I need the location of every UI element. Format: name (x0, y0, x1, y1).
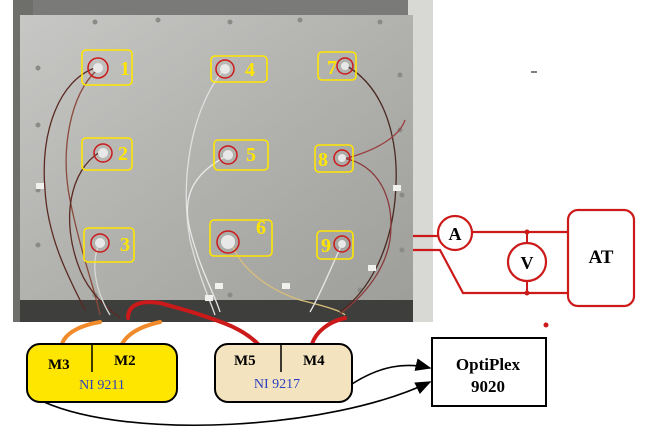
computer-label-line1: OptiPlex (456, 355, 521, 374)
ni9211-module: M3 M2 NI 9211 (26, 343, 178, 403)
sensor-label-5: 5 (246, 144, 256, 166)
wire-m2-orange (120, 320, 162, 346)
sensor-box-4 (210, 55, 268, 83)
ammeter (436, 214, 474, 252)
sensor-box-5 (213, 139, 269, 171)
sensor-label-9: 9 (321, 235, 331, 257)
sensor-label-1: 1 (120, 58, 130, 80)
sensor-cables (43, 64, 406, 319)
arrow-ni9211-to-computer (43, 381, 432, 426)
sensor-box-2 (81, 137, 133, 171)
arrow-ni9217-to-computer (351, 358, 432, 385)
ni9217-channel-left: M5 (234, 353, 256, 369)
wire-m4-red (310, 316, 347, 346)
sensor-label-7: 7 (327, 57, 337, 79)
stray-dot (543, 322, 549, 328)
sensor-label-4: 4 (245, 59, 255, 81)
sensor-labels: 1 2 3 4 5 6 7 8 9 (81, 49, 357, 263)
sensor-dots (87, 57, 354, 254)
voltmeter (506, 241, 548, 283)
cable-ties (36, 183, 401, 301)
computer-box (431, 337, 547, 407)
ni9211-channel-right: M2 (114, 353, 136, 369)
ni9211-name: NI 9211 (79, 378, 125, 393)
sensor-box-8 (314, 144, 354, 173)
wire-m3-orange (60, 320, 102, 346)
ni9217-module: M5 M4 NI 9217 (214, 343, 353, 403)
sensor-label-8: 8 (318, 149, 328, 171)
wire-m5-red (126, 300, 260, 346)
computer: OptiPlex 9020 (431, 337, 547, 407)
ni9217-name: NI 9217 (254, 377, 300, 392)
junction-top (524, 229, 530, 235)
power-source-label: AT (589, 247, 614, 268)
sensor-box-1 (81, 49, 133, 86)
sensor-box-3 (83, 227, 135, 263)
sensor-label-6: 6 (256, 217, 266, 239)
sensor-box-9 (316, 230, 354, 260)
computer-label-line2: 9020 (471, 377, 505, 396)
module-wires (60, 300, 347, 346)
wire-return (413, 248, 568, 295)
power-source (566, 208, 636, 308)
ni9211-channel-left: M3 (48, 357, 70, 373)
ni9217-channel-right: M4 (303, 353, 325, 369)
ammeter-label: A (449, 224, 462, 244)
ni9211-box (26, 343, 178, 403)
sensor-box-7 (317, 51, 357, 81)
voltmeter-label: V (521, 253, 534, 273)
power-circuit: A V AT (413, 208, 636, 328)
sensor-label-2: 2 (118, 143, 128, 165)
sensor-box-6 (209, 219, 273, 257)
setup-photo (13, 0, 433, 322)
sensor-label-3: 3 (120, 234, 130, 256)
data-arrows (43, 358, 432, 426)
ni9217-box (214, 343, 353, 403)
junction-bottom (524, 290, 530, 296)
